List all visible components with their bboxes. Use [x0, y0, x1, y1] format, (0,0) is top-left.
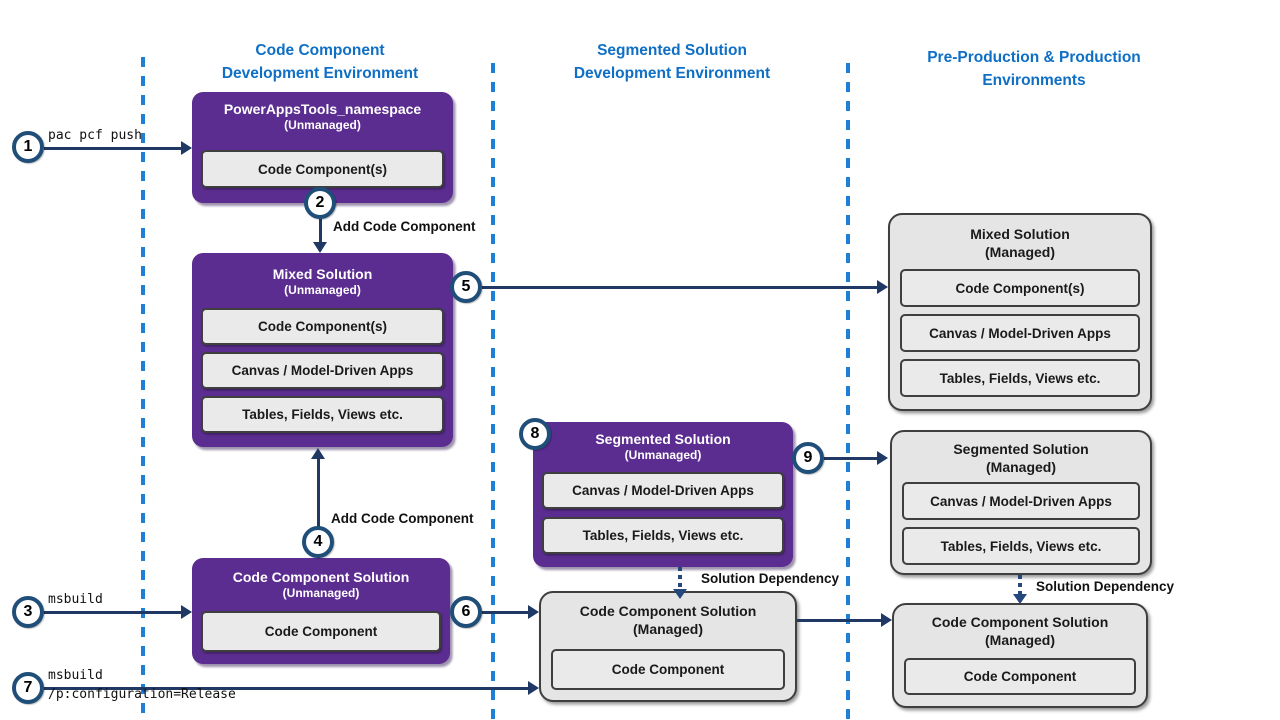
box-state: (Managed): [985, 244, 1055, 260]
box-segmented-solution-unmanaged: Segmented Solution (Unmanaged) Canvas / …: [533, 422, 793, 567]
step-circle-4: 4: [302, 526, 334, 558]
box-row: Tables, Fields, Views etc.: [902, 527, 1140, 565]
box-row: Code Component(s): [201, 150, 444, 188]
arrow-step1-to-powerappstools: [44, 141, 192, 155]
label-add-code-component-bottom: Add Code Component: [331, 511, 474, 526]
box-row: Code Component(s): [201, 308, 444, 345]
header-line: Environments: [982, 72, 1086, 89]
box-title: Mixed Solution: [272, 266, 373, 282]
command-pac-pcf-push: pac pcf push: [48, 128, 142, 143]
label-solution-dependency-prod: Solution Dependency: [1036, 579, 1175, 594]
column-divider-right: [846, 63, 850, 720]
label-solution-dependency-dev: Solution Dependency: [701, 571, 840, 586]
box-title: Code Component Solution: [931, 614, 1109, 630]
header-preprod-prod-env: Pre-Production & Production Environments: [878, 46, 1190, 92]
box-state: (Unmanaged): [624, 448, 702, 462]
step-circle-1: 1: [12, 131, 44, 163]
command-line: msbuild: [48, 668, 103, 683]
header-line: Development Environment: [573, 65, 771, 82]
step-circle-6: 6: [450, 596, 482, 628]
box-row: Code Component(s): [900, 269, 1140, 307]
step-circle-7: 7: [12, 672, 44, 704]
label-add-code-component-top: Add Code Component: [333, 219, 476, 234]
box-code-component-solution-managed-prod: Code Component Solution (Managed) Code C…: [892, 603, 1148, 708]
box-title: PowerAppsTools_namespace: [223, 101, 422, 117]
arrow-step6-to-managed-dev: [482, 605, 539, 619]
header-line: Pre-Production & Production: [927, 49, 1141, 66]
box-state: (Unmanaged): [284, 283, 361, 297]
step-circle-2: 2: [304, 187, 336, 219]
header-line: Development Environment: [221, 65, 419, 82]
command-msbuild: msbuild: [48, 592, 103, 607]
box-title: Mixed Solution: [970, 226, 1070, 242]
box-powerappstools-namespace: PowerAppsTools_namespace (Unmanaged) Cod…: [192, 92, 453, 203]
box-row: Canvas / Model-Driven Apps: [900, 314, 1140, 352]
box-row: Canvas / Model-Driven Apps: [542, 472, 784, 509]
box-row: Tables, Fields, Views etc.: [542, 517, 784, 554]
box-row: Canvas / Model-Driven Apps: [902, 482, 1140, 520]
box-row: Code Component: [904, 658, 1136, 695]
column-divider-left: [141, 57, 145, 720]
box-mixed-solution-managed: Mixed Solution (Managed) Code Component(…: [888, 213, 1152, 411]
box-state: (Managed): [985, 632, 1055, 648]
command-line: /p:configuration=Release: [48, 687, 236, 702]
arrow-step3-to-cc-solution: [44, 605, 192, 619]
box-title: Segmented Solution: [595, 431, 731, 447]
box-mixed-solution-unmanaged: Mixed Solution (Unmanaged) Code Componen…: [192, 253, 453, 447]
step-circle-3: 3: [12, 596, 44, 628]
step-circle-8: 8: [519, 418, 551, 450]
arrow-solution-dependency-prod: [1012, 575, 1027, 604]
box-row: Code Component: [201, 611, 441, 652]
header-line: Code Component: [255, 42, 385, 59]
box-state: (Managed): [986, 459, 1056, 475]
arrow-step7-msbuild-release: [44, 681, 539, 695]
arrow-solution-dependency-dev: [672, 567, 687, 599]
header-line: Segmented Solution: [597, 42, 747, 59]
box-title: Code Component Solution: [232, 569, 410, 585]
header-code-component-dev-env: Code Component Development Environment: [175, 39, 465, 85]
box-code-component-solution-unmanaged: Code Component Solution (Unmanaged) Code…: [192, 558, 450, 664]
box-row: Tables, Fields, Views etc.: [201, 396, 444, 433]
box-row: Tables, Fields, Views etc.: [900, 359, 1140, 397]
box-code-component-solution-managed-dev: Code Component Solution (Managed) Code C…: [539, 591, 797, 702]
arrow-managed-dev-to-prod: [797, 613, 892, 627]
box-state: (Unmanaged): [284, 118, 361, 132]
box-row: Code Component: [551, 649, 785, 690]
arrow-step5-mixed-to-managed: [482, 280, 888, 294]
column-divider-middle: [491, 63, 495, 720]
box-title: Code Component Solution: [579, 603, 757, 619]
box-row: Canvas / Model-Driven Apps: [201, 352, 444, 389]
header-segmented-solution-dev-env: Segmented Solution Development Environme…: [512, 39, 832, 85]
arrow-step9-segmented-to-managed: [824, 451, 888, 465]
arrow-step4-add-code-component: [311, 448, 325, 558]
box-state: (Managed): [633, 621, 703, 637]
box-title: Segmented Solution: [953, 441, 1089, 457]
step-circle-5: 5: [450, 271, 482, 303]
arrow-step2-add-code-component: [313, 219, 327, 253]
command-msbuild-release: msbuild /p:configuration=Release: [48, 666, 236, 704]
step-circle-9: 9: [792, 442, 824, 474]
box-segmented-solution-managed: Segmented Solution (Managed) Canvas / Mo…: [890, 430, 1152, 575]
box-state: (Unmanaged): [282, 586, 360, 600]
